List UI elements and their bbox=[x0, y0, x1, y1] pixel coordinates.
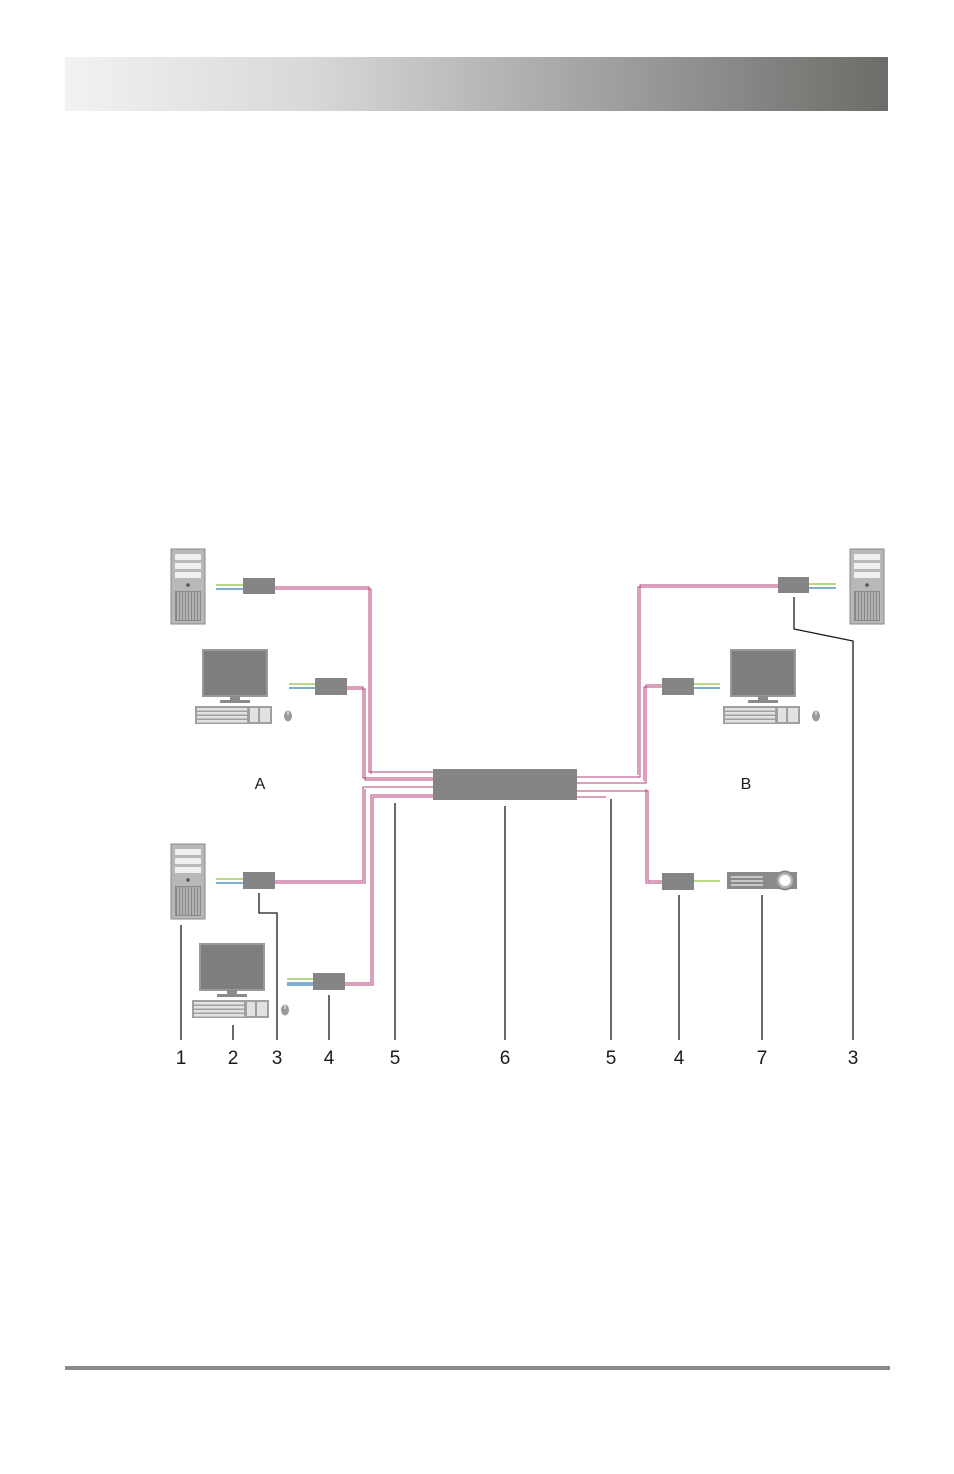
workstation-a-bottom bbox=[192, 944, 289, 1018]
callout-5-left: 5 bbox=[390, 1048, 401, 1069]
extender-a-con-bottom bbox=[313, 973, 345, 990]
callout-5-right: 5 bbox=[606, 1048, 617, 1069]
extender-a-cpu-top bbox=[243, 578, 275, 594]
area-label-b: B bbox=[741, 776, 752, 793]
workstation-a-top bbox=[195, 650, 292, 724]
callout-4-right: 4 bbox=[674, 1048, 685, 1069]
computer-a-top bbox=[171, 549, 205, 624]
projector bbox=[727, 872, 797, 890]
callout-4-left: 4 bbox=[324, 1048, 335, 1069]
extender-a-cpu-bottom bbox=[243, 872, 275, 889]
callout-6: 6 bbox=[500, 1048, 511, 1069]
callout-7: 7 bbox=[757, 1048, 768, 1069]
callout-3-left: 3 bbox=[272, 1048, 283, 1069]
area-label-a: A bbox=[255, 776, 266, 793]
footer-rule bbox=[65, 1366, 890, 1370]
extender-a-con-top bbox=[315, 678, 347, 695]
extender-b-con bbox=[662, 678, 694, 695]
callout-2: 2 bbox=[228, 1048, 239, 1069]
computer-b bbox=[850, 549, 884, 624]
extender-b-cpu bbox=[778, 577, 809, 593]
callout-1: 1 bbox=[176, 1048, 187, 1069]
workstation-b bbox=[723, 650, 820, 724]
matrix-switch bbox=[433, 769, 577, 800]
extender-b-projector bbox=[662, 873, 694, 890]
computer-a-bottom bbox=[171, 844, 205, 919]
callout-3-right: 3 bbox=[848, 1048, 859, 1069]
